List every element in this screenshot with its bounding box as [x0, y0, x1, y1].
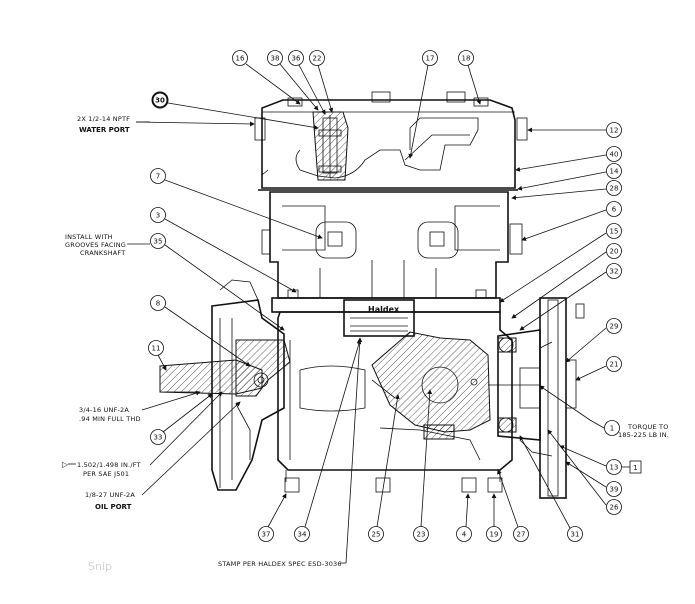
callout-27: 27: [497, 469, 529, 542]
callout-25: 25: [368, 394, 400, 542]
install-note-line3: CRANKSHAFT: [80, 249, 125, 257]
callout-22: 22: [309, 50, 334, 113]
water-port-spec: 2X 1/2-14 NPTF: [77, 115, 130, 123]
svg-text:29: 29: [610, 323, 619, 331]
svg-text:39: 39: [610, 486, 619, 494]
callout-13: 13 1: [559, 445, 642, 475]
svg-text:27: 27: [517, 531, 526, 539]
taper-spec-line1: 1.502/1.498 IN./FT: [77, 461, 141, 469]
callout-16: 16: [232, 50, 301, 105]
svg-text:4: 4: [462, 531, 467, 539]
callout-19: 19: [486, 493, 502, 542]
torque-note-line1: TORQUE TO: [627, 423, 669, 431]
svg-text:3: 3: [156, 212, 160, 220]
haldex-nameplate: Haldex: [343, 299, 415, 337]
svg-text:38: 38: [271, 55, 280, 63]
svg-text:13: 13: [610, 464, 619, 472]
callout-18: 18: [458, 50, 482, 105]
callout-37: 37: [258, 493, 287, 542]
svg-text:40: 40: [610, 151, 619, 159]
annotation-notes: 2X 1/2-14 NPTF WATER PORT INSTALL WITH G…: [62, 115, 669, 568]
callout-11: 11: [148, 340, 167, 371]
callout-40: 40: [515, 146, 622, 172]
svg-text:35: 35: [154, 238, 163, 246]
taper-spec-line2: PER SAE J501: [83, 470, 129, 478]
callout-35: 35: [150, 233, 285, 331]
flag-box-value: 1: [633, 464, 637, 472]
svg-text:11: 11: [152, 345, 161, 353]
haldex-brand: Haldex: [368, 305, 400, 314]
callout-3: 3: [150, 207, 297, 293]
callout-32: 32: [519, 263, 622, 331]
svg-text:7: 7: [156, 173, 160, 181]
svg-text:19: 19: [490, 531, 499, 539]
install-note-line2: GROOVES FACING: [65, 241, 126, 249]
svg-text:15: 15: [610, 228, 619, 236]
svg-text:8: 8: [156, 300, 160, 308]
svg-text:37: 37: [262, 531, 271, 539]
callout-31: 31: [519, 435, 583, 542]
crankshaft-front: [159, 279, 291, 491]
svg-text:25: 25: [372, 531, 381, 539]
callout-30-left: 30: [151, 91, 319, 130]
svg-text:14: 14: [610, 168, 619, 176]
svg-text:31: 31: [571, 531, 580, 539]
svg-text:6: 6: [612, 206, 617, 214]
svg-text:21: 21: [610, 361, 619, 369]
torque-note-line2: 185-225 LB IN.: [618, 431, 669, 439]
svg-text:33: 33: [154, 434, 163, 442]
callout-6-right: 6: [521, 201, 622, 241]
svg-text:26: 26: [610, 504, 619, 512]
callout-7: 7: [150, 168, 323, 239]
taper-flag: ▷: [62, 460, 69, 469]
svg-text:22: 22: [313, 55, 322, 63]
svg-text:18: 18: [462, 55, 471, 63]
callout-1: 1: [539, 385, 620, 436]
callout-bubbles: 30 16 38 36 22 17 18: [148, 50, 642, 542]
svg-text:32: 32: [610, 268, 619, 276]
callout-28: 28: [511, 180, 622, 201]
callout-20: 20: [511, 243, 622, 319]
cylinder-head: [254, 91, 528, 189]
callout-36: 36: [288, 50, 326, 115]
callout-17: 17: [408, 50, 438, 159]
callout-6-left: 8: [150, 295, 251, 367]
callout-38: 38: [267, 50, 319, 111]
callout-4: 4: [456, 493, 472, 542]
svg-text:1: 1: [610, 425, 614, 433]
svg-text:30: 30: [155, 97, 165, 105]
svg-text:12: 12: [610, 127, 619, 135]
callout-15: 15: [499, 223, 622, 303]
svg-text:16: 16: [236, 55, 245, 63]
callout-23: 23: [413, 389, 433, 542]
cylinder-block: [261, 191, 523, 299]
svg-text:36: 36: [292, 55, 301, 63]
callout-26: 26: [547, 429, 622, 515]
svg-text:28: 28: [610, 185, 619, 193]
callout-39: 39: [565, 461, 622, 497]
install-note-line1: INSTALL WITH: [65, 233, 113, 241]
thread-spec-line1: 3/4-16 UNF-2A: [79, 406, 129, 414]
svg-text:23: 23: [417, 531, 426, 539]
snip-watermark: Snip: [88, 560, 112, 573]
svg-text:20: 20: [610, 248, 619, 256]
callout-12: 12: [527, 122, 622, 138]
callout-34: 34: [294, 339, 362, 542]
oil-port-label: OIL PORT: [95, 503, 132, 511]
thread-spec-line2: .94 MIN FULL THD: [79, 415, 141, 423]
callout-29: 29: [565, 318, 622, 363]
svg-text:34: 34: [298, 531, 307, 539]
oil-port-spec: 1/8-27 UNF-2A: [85, 491, 135, 499]
svg-text:17: 17: [426, 55, 435, 63]
water-port-label: WATER PORT: [79, 126, 130, 134]
callout-14: 14: [517, 163, 622, 191]
callout-21: 21: [575, 356, 622, 381]
stamp-note: STAMP PER HALDEX SPEC ESD-3036: [218, 560, 342, 568]
callout-33: 33: [150, 393, 213, 445]
crankcase: [277, 311, 513, 493]
